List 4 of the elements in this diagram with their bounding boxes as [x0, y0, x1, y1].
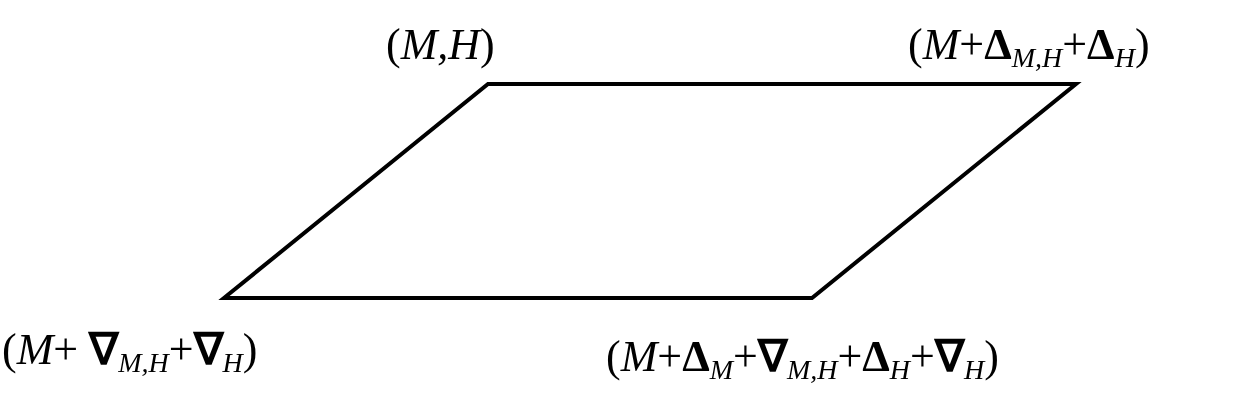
vertex-label: (M+Δ$_{M,H}$+Δ$_{H}$)	[908, 20, 1150, 70]
vertex-label: (M+ ∇$_{M,H}$+∇$_{H}$)	[2, 325, 258, 375]
vertex-label: (M,H)	[386, 20, 495, 70]
vertex-label: (M+Δ$_{M}$+∇$_{M,H}$+Δ$_{H}$+∇$_{H}$)	[606, 332, 999, 382]
